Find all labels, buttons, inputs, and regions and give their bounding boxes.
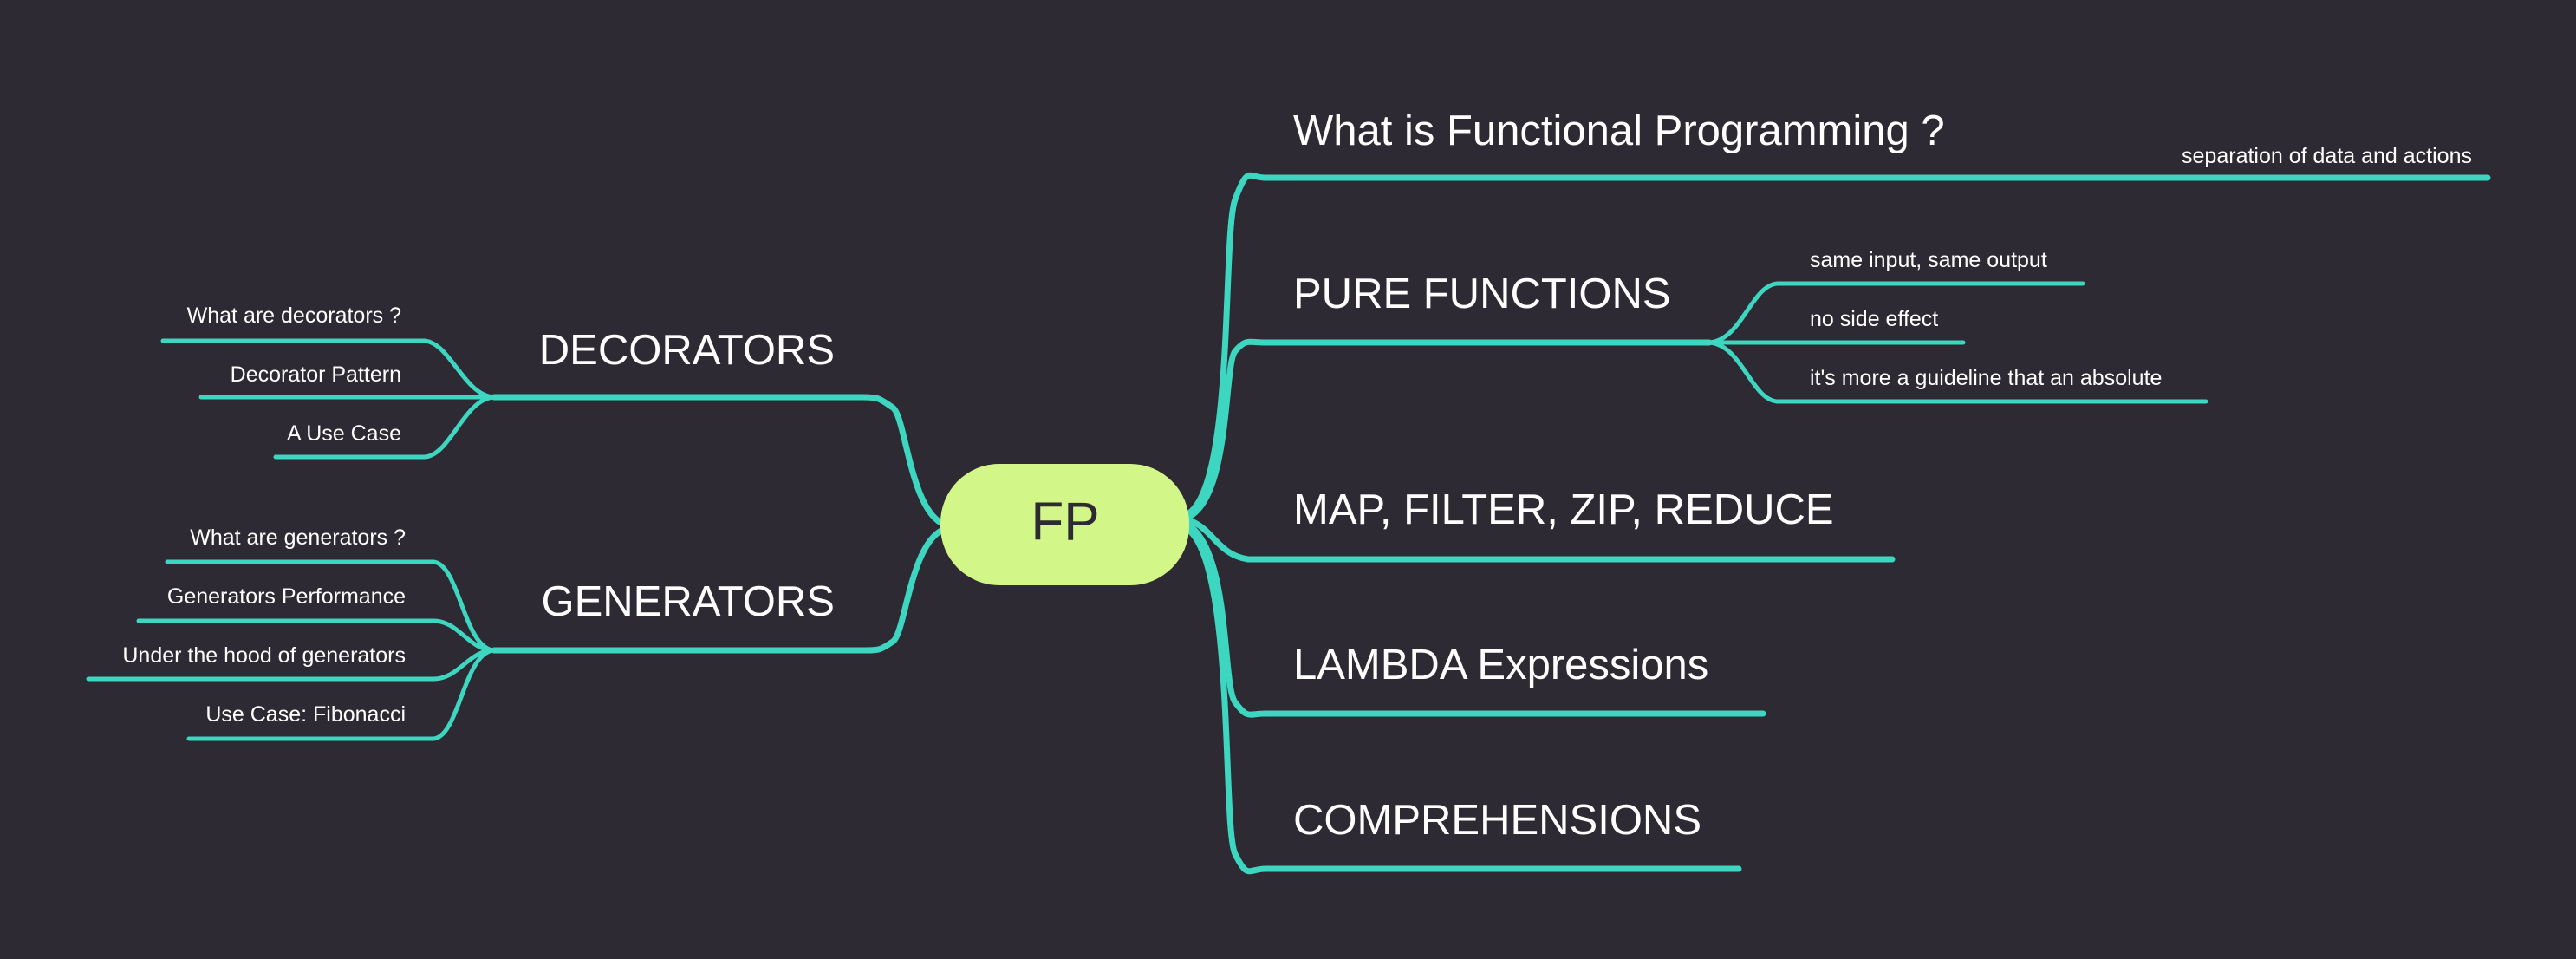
subtopic-under-the-hood[interactable]: Under the hood of generators [122, 643, 406, 668]
connectors-root-right [1184, 172, 2491, 875]
connector-generators [491, 525, 948, 654]
root-node-label: FP [1031, 492, 1099, 551]
subtopic-a-use-case[interactable]: A Use Case [287, 421, 401, 446]
connectors-decorators-children [160, 338, 497, 460]
subtopic-guideline-not-absolute[interactable]: it's more a guideline that an absolute [1810, 366, 2162, 390]
connector-what-are-generators [165, 559, 497, 653]
connector-guideline [1707, 340, 2208, 404]
subtopic-same-input-same-output[interactable]: same input, same output [1810, 248, 2047, 272]
subtopic-use-case-fibonacci[interactable]: Use Case: Fibonacci [205, 702, 406, 727]
connector-fibonacci [186, 648, 497, 741]
connector-comprehensions [1184, 525, 1742, 875]
subtopic-what-are-generators[interactable]: What are generators ? [190, 525, 406, 550]
topic-lambda-expressions[interactable]: LAMBDA Expressions [1293, 642, 1708, 688]
connectors-generators-children [86, 559, 497, 741]
root-node-shape [940, 464, 1189, 585]
subtopic-generators-performance[interactable]: Generators Performance [167, 584, 406, 609]
subtopic-decorator-pattern[interactable]: Decorator Pattern [231, 362, 401, 387]
topic-generators[interactable]: GENERATORS [541, 578, 835, 625]
connector-lambda [1186, 522, 1766, 718]
connector-pure-functions [1186, 338, 1713, 520]
connector-what-is-fp [1184, 172, 2491, 518]
connector-same-input [1707, 281, 2085, 345]
topic-decorators[interactable]: DECORATORS [539, 327, 835, 374]
connector-decorators [491, 394, 948, 528]
subtopic-what-are-decorators[interactable]: What are decorators ? [187, 303, 401, 328]
connectors-root-left [491, 394, 948, 654]
topic-map-filter-zip-reduce[interactable]: MAP, FILTER, ZIP, REDUCE [1293, 486, 1834, 533]
subtopic-no-side-effect[interactable]: no side effect [1810, 307, 1938, 331]
topic-what-is-fp[interactable]: What is Functional Programming ? [1293, 108, 1945, 154]
connectors-pure-functions-children [1707, 281, 2208, 404]
connector-a-use-case [273, 395, 497, 460]
topic-comprehensions[interactable]: COMPREHENSIONS [1293, 797, 1701, 844]
connector-map-filter [1186, 517, 1896, 563]
subtopic-separation-data-actions[interactable]: separation of data and actions [2182, 144, 2472, 168]
topic-pure-functions[interactable]: PURE FUNCTIONS [1293, 271, 1671, 317]
connector-what-are-decorators [160, 338, 497, 400]
connector-generators-performance [136, 618, 497, 653]
root-node[interactable]: FP [940, 464, 1189, 585]
